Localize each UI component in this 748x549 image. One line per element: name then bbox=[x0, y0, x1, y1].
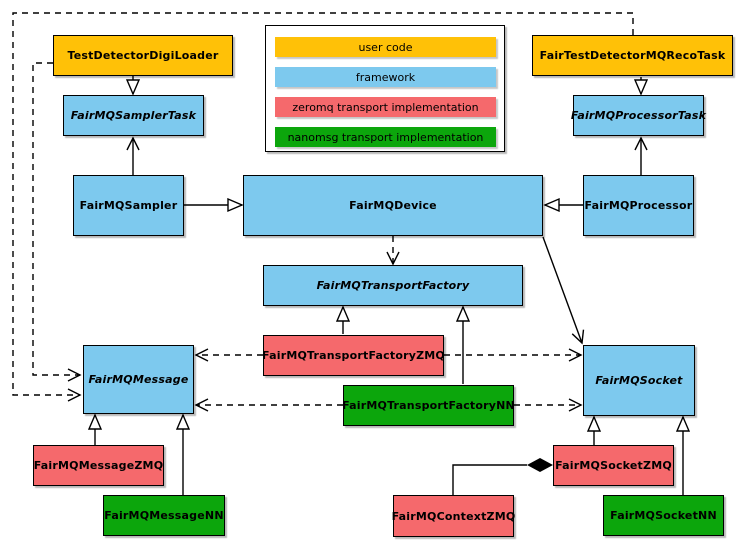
node-label: FairTestDetectorMQRecoTask bbox=[539, 49, 726, 62]
legend-label: user code bbox=[358, 40, 413, 54]
node-label: FairMQMessageNN bbox=[104, 509, 224, 522]
composition-diamond-icon bbox=[527, 458, 553, 472]
node-label: FairMQSocket bbox=[595, 374, 683, 387]
legend-item-framework: framework bbox=[275, 67, 496, 87]
node-fairmqdevice: FairMQDevice bbox=[243, 175, 543, 236]
legend-item-user-code: user code bbox=[275, 37, 496, 57]
node-fairmqmessagezmq: FairMQMessageZMQ bbox=[33, 445, 164, 486]
node-testdetectordigiloader: TestDetectorDigiLoader bbox=[53, 35, 233, 76]
node-label: FairMQTransportFactory bbox=[316, 279, 470, 292]
node-fairmqmessagenn: FairMQMessageNN bbox=[103, 495, 225, 536]
node-fairmqsocket: FairMQSocket bbox=[583, 345, 695, 416]
node-label: FairMQTransportFactoryZMQ bbox=[262, 349, 445, 362]
node-label: FairMQSampler bbox=[79, 199, 178, 212]
node-fairmqsocketnn: FairMQSocketNN bbox=[603, 495, 724, 536]
node-fairmqcontextzmq: FairMQContextZMQ bbox=[391, 495, 516, 537]
legend-item-nanomsg: nanomsg transport implementation bbox=[275, 127, 496, 147]
node-fairmqsocketzmq: FairMQSocketZMQ bbox=[553, 445, 674, 486]
edge-digiloader-message bbox=[32, 62, 82, 382]
node-label: FairMQProcessorTask bbox=[570, 109, 707, 122]
node-label: FairMQMessageZMQ bbox=[33, 459, 164, 472]
node-fairmqtransportfactoryzmq: FairMQTransportFactoryZMQ bbox=[262, 335, 445, 376]
node-fairmqsamplertask: FairMQSamplerTask bbox=[63, 95, 204, 136]
edge-device-socket bbox=[542, 236, 585, 345]
node-fairmqtransportfactory: FairMQTransportFactory bbox=[263, 265, 523, 306]
node-label: FairMQSamplerTask bbox=[70, 109, 197, 122]
node-label: FairMQSocketZMQ bbox=[555, 459, 672, 472]
node-label: FairMQTransportFactoryNN bbox=[342, 399, 515, 412]
edge-contextzmq-socketzmq bbox=[452, 464, 527, 495]
node-label: FairMQContextZMQ bbox=[391, 509, 516, 523]
legend-label: framework bbox=[355, 70, 416, 84]
node-fairmqsampler: FairMQSampler bbox=[73, 175, 184, 236]
node-fairmqmessage: FairMQMessage bbox=[83, 345, 194, 414]
node-label: TestDetectorDigiLoader bbox=[67, 49, 219, 62]
node-fairmqtransportfactorynn: FairMQTransportFactoryNN bbox=[342, 385, 515, 426]
node-fairmqprocessor: FairMQProcessor bbox=[583, 175, 694, 236]
node-fairtestdetectormqrecotask: FairTestDetectorMQRecoTask bbox=[532, 35, 733, 76]
node-fairmqprocessortask: FairMQProcessorTask bbox=[570, 95, 707, 136]
legend: user code framework zeromq transport imp… bbox=[265, 25, 505, 152]
node-label: FairMQSocketNN bbox=[610, 509, 717, 522]
legend-label: zeromq transport implementation bbox=[292, 100, 479, 114]
node-label: FairMQProcessor bbox=[584, 199, 693, 212]
edge-recotask-message bbox=[12, 12, 634, 402]
node-label: FairMQDevice bbox=[349, 199, 437, 212]
legend-label: nanomsg transport implementation bbox=[287, 130, 484, 144]
legend-item-zeromq: zeromq transport implementation bbox=[275, 97, 496, 117]
node-label: FairMQMessage bbox=[88, 373, 189, 386]
